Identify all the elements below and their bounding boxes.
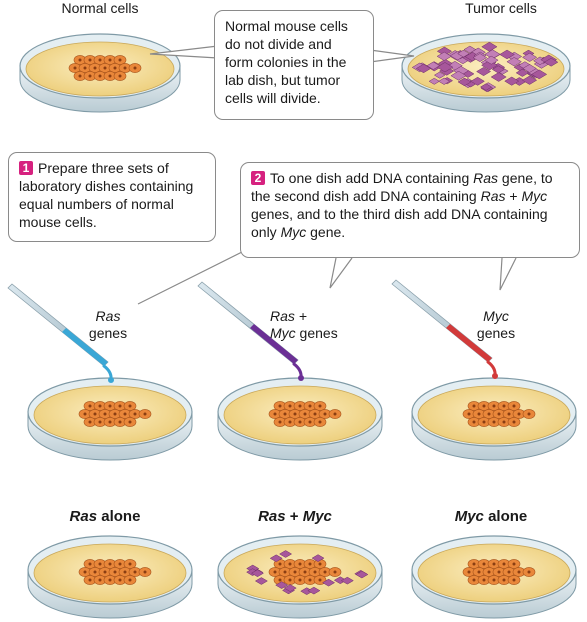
step-2-badge: 2 [251,171,265,185]
dish-myc-genes [412,378,576,460]
label-ras-plus-myc-myc: Myc [303,508,332,525]
step-2-text-ras-2: Ras [481,188,506,204]
label-rasmyc-myc: Myc [270,325,296,341]
label-normal-cells: Normal cells [45,0,155,17]
label-tumor-cells: Tumor cells [446,0,556,17]
label-ras-genes-ras: Ras [96,308,121,324]
label-ras-plus-myc-plus: + [286,508,303,525]
step-2-text-myc-2: Myc [281,224,307,240]
dish-result-ras-alone [28,536,192,618]
dish-ras-genes [28,378,192,460]
label-myc-alone-myc: Myc [455,508,484,525]
step-2-text-a: To one dish add DNA containing [270,170,473,186]
label-rasmyc-genes: Ras + Myc genes [270,308,370,342]
callout-step-1: 1Prepare three sets of laboratory dishes… [8,152,216,242]
label-myc-genes-genes: genes [477,325,515,341]
label-ras-genes-genes: genes [89,325,127,341]
step-2-text-myc: Myc [521,188,547,204]
dish-normal-cells [20,34,180,112]
label-rasmyc-genes-word: genes [296,325,338,341]
label-myc-alone-alone: alone [484,508,527,525]
callout-normal-vs-tumor-text: Normal mouse cells do not divide and for… [225,18,348,106]
label-ras-alone-alone: alone [97,508,140,525]
label-myc-alone: Myc alone [426,508,556,525]
label-myc-genes-myc: Myc [483,308,509,324]
dish-result-ras-plus-myc [218,536,382,618]
dish-rasmyc-genes [218,378,382,460]
label-ras-plus-myc-ras: Ras [258,508,286,525]
dish-result-myc-alone [412,536,576,618]
step-1-text: Prepare three sets of laboratory dishes … [19,160,193,230]
label-ras-plus-myc: Ras + Myc [230,508,360,525]
label-ras-genes: Ras genes [78,308,138,342]
label-ras-alone-ras: Ras [70,508,98,525]
label-ras-alone: Ras alone [40,508,170,525]
callout-normal-vs-tumor: Normal mouse cells do not divide and for… [214,10,374,120]
step-2-text-plus: + [506,188,522,204]
callout-step-2: 2 To one dish add DNA containing Ras gene… [240,162,580,258]
label-myc-genes: Myc genes [466,308,526,342]
dish-tumor-cells [402,34,570,112]
step-2-text-ras: Ras [473,170,498,186]
label-rasmyc-line1: Ras + [270,308,307,324]
step-1-badge: 1 [19,161,33,175]
step-2-text-i: gene. [306,224,345,240]
